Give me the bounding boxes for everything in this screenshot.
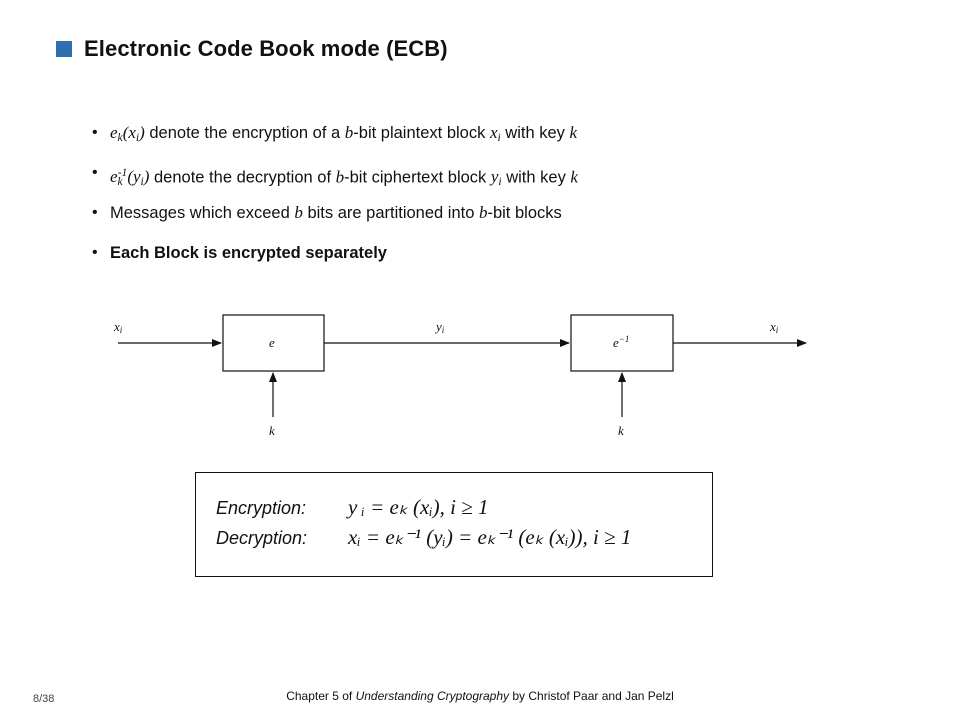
bullet-dot: • bbox=[92, 244, 98, 261]
key-label-right: k bbox=[618, 423, 624, 438]
encryption-formula: Encryption: y ᵢ = eₖ (xᵢ), i ≥ 1 bbox=[216, 495, 489, 519]
page-number: 8/38 bbox=[33, 693, 55, 705]
bullet-encryption: • ek(xi) denote the encryption of a b-bi… bbox=[92, 123, 578, 144]
output-label: xi bbox=[769, 319, 779, 335]
decrypt-label: e−1 bbox=[613, 334, 629, 350]
decryption-box bbox=[570, 314, 674, 372]
bullet-separate: • Each Block is encrypted separately bbox=[92, 244, 387, 262]
decryption-formula: Decryption: xᵢ = eₖ⁻¹ (yᵢ) = eₖ⁻¹ (eₖ (x… bbox=[216, 525, 632, 549]
bullet-list: • ek(xi) denote the encryption of a b-bi… bbox=[92, 122, 578, 282]
bullet-dot: • bbox=[92, 204, 98, 221]
bullet-decryption: • ek-1(yi) denote the decryption of b-bi… bbox=[92, 164, 578, 189]
slide-title-row: Electronic Code Book mode (ECB) bbox=[56, 36, 448, 62]
encryption-box bbox=[222, 314, 325, 372]
key-label-left: k bbox=[269, 423, 275, 438]
footer-citation: Chapter 5 of Understanding Cryptography … bbox=[286, 689, 674, 703]
formula-box: Encryption: y ᵢ = eₖ (xᵢ), i ≥ 1 Decrypt… bbox=[195, 472, 713, 577]
bullet-dot: • bbox=[92, 164, 98, 181]
slide-title: Electronic Code Book mode (ECB) bbox=[84, 36, 448, 61]
middle-label: yi bbox=[434, 319, 445, 335]
bullet-partition: • Messages which exceed b bits are parti… bbox=[92, 203, 562, 222]
bullet-dot: • bbox=[92, 124, 98, 141]
input-label: xi bbox=[113, 319, 123, 335]
dec-symbol: ek-1(yi) bbox=[110, 166, 150, 189]
enc-symbol: ek(xi) bbox=[110, 123, 145, 144]
title-bullet-square bbox=[56, 41, 72, 57]
encrypt-label: e bbox=[269, 335, 275, 350]
